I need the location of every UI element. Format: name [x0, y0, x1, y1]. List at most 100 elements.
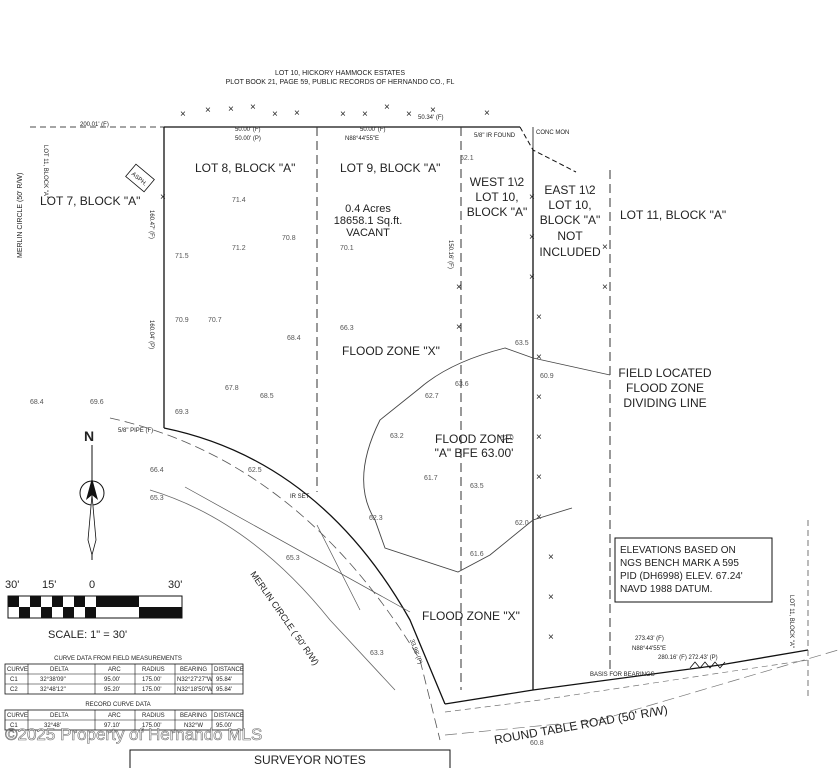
dim-frontage: 33.98' (P) [408, 639, 422, 665]
curve-field-header: BEARING [180, 667, 207, 673]
parcel-status: VACANT [346, 227, 390, 239]
round-table-centerline [444, 649, 838, 736]
elevation-point: 65.3 [286, 555, 300, 562]
lot11-label: LOT 11, BLOCK "A" [620, 208, 726, 222]
lot10-east-label: EAST 1\2 LOT 10, BLOCK "A" NOT INCLUDED [539, 183, 601, 259]
svg-text:×: × [536, 352, 542, 363]
elevation-point: 60.9 [540, 373, 554, 380]
dim-bearing-bottom: N88°44'55"E [632, 646, 666, 652]
svg-text:×: × [529, 192, 535, 203]
svg-text:×: × [340, 109, 346, 120]
flood-zone-a-line1: FLOOD ZONE [435, 432, 513, 446]
curve-record-header: DELTA [50, 713, 68, 719]
parcel-sqft: 18658.1 Sq.ft. [334, 215, 403, 227]
dim-left-vertical-2: 160.04' (P) [148, 320, 154, 349]
curve-record-cell: 97.10' [104, 723, 120, 729]
elevation-point: 70.7 [208, 317, 222, 324]
svg-text:×: × [602, 242, 608, 253]
lot10-west-line2: LOT 10, [475, 190, 518, 204]
elevation-note-line1: ELEVATIONS BASED ON [620, 545, 736, 556]
dim-top-lot10: 50.34' (F) [418, 115, 444, 121]
elevation-point: 71.4 [232, 197, 246, 204]
curve-field-cell: 32°48'12" [40, 687, 66, 693]
dim-bottom-right-p: 280.16' (F) 272.43' (P) [658, 655, 718, 661]
elevation-point: 71.5 [175, 253, 189, 260]
svg-text:×: × [205, 105, 211, 116]
curve-field-cell: 95.20' [104, 687, 120, 693]
lot10-west-line3: BLOCK "A" [467, 205, 528, 219]
elevation-point: 70.8 [282, 235, 296, 242]
lot10-west-label: WEST 1\2 LOT 10, BLOCK "A" [467, 175, 528, 219]
dim-rebar-found: 5/8" IR FOUND [474, 133, 516, 139]
header-line2: PLOT BOOK 21, PAGE 59, PUBLIC RECORDS OF… [226, 79, 455, 86]
elevation-point: 69.6 [90, 399, 104, 406]
elevation-point: 65.3 [150, 495, 164, 502]
curve-record-cell: 95.00' [216, 723, 232, 729]
curve-record-header: DISTANCE [214, 713, 244, 719]
parcel-info: 0.4 Acres 18658.1 Sq.ft. VACANT [334, 203, 403, 239]
lot7-label: LOT 7, BLOCK "A" [40, 194, 140, 208]
svg-text:×: × [536, 392, 542, 403]
lot10-east-line1: EAST 1\2 [544, 183, 595, 197]
svg-text:×: × [536, 512, 542, 523]
elevation-point: 63.3 [370, 650, 384, 657]
lot10-east-line5: INCLUDED [539, 245, 601, 259]
dim-top-left: 200.01' (F) [80, 122, 109, 128]
svg-text:×: × [272, 109, 278, 120]
curve-field-cell: N32°18'50"W [177, 687, 213, 693]
svg-text:×: × [548, 632, 554, 643]
curve-field-header: ARC [108, 667, 121, 673]
curve-record-cell: 32°48' [44, 723, 61, 729]
curve-field-cell: N32°27'27"W [177, 677, 213, 683]
dim-ir-set: IR SET [290, 494, 310, 500]
lot10-east-line2: LOT 10, [548, 198, 591, 212]
flood-note-line3: DIVIDING LINE [623, 396, 706, 410]
curve-field-cell: 175.00' [142, 677, 162, 683]
asphalt-box: ASPH. [125, 163, 155, 193]
lot9-label: LOT 9, BLOCK "A" [340, 161, 440, 175]
elevation-point: 63.6 [455, 381, 469, 388]
curve-record-header: BEARING [180, 713, 207, 719]
curve-field-cell: 95.84' [216, 677, 232, 683]
merlin-arc [163, 427, 446, 705]
parcel-acres: 0.4 Acres [345, 203, 391, 215]
svg-text:×: × [406, 109, 412, 120]
curve-field-title: CURVE DATA FROM FIELD MEASUREMENTS [54, 656, 182, 662]
curve-field-cell: 95.84' [216, 687, 232, 693]
north-arrow: N [79, 428, 105, 560]
curve-record-header: RADIUS [142, 713, 165, 719]
merlin-centerline [109, 417, 441, 741]
svg-text:×: × [536, 312, 542, 323]
elevation-point: 66.4 [150, 467, 164, 474]
scale-tick-15: 15' [42, 579, 56, 591]
dim-west-vertical: 150.16' (F) [447, 240, 453, 269]
elevation-point: 70.9 [175, 317, 189, 324]
svg-text:×: × [456, 282, 462, 293]
elevation-note-line3: PID (DH6998) ELEV. 67.24' [620, 571, 743, 582]
curve-field-cell: 32°38'09" [40, 677, 66, 683]
flood-zone-a-label: FLOOD ZONE "A" BFE 63.00' [435, 432, 514, 460]
fence-wiggle [689, 661, 726, 669]
svg-text:×: × [602, 282, 608, 293]
round-table-edge [444, 659, 809, 713]
svg-text:×: × [362, 109, 368, 120]
curve-field-header: DELTA [50, 667, 68, 673]
flood-zone-boundary [363, 347, 573, 573]
lot10-east-line3: BLOCK "A" [540, 213, 601, 227]
svg-text:×: × [529, 232, 535, 243]
flood-note-line2: FLOOD ZONE [626, 381, 704, 395]
lot10-west-line1: WEST 1\2 [470, 175, 525, 189]
curve-field-cell: C2 [10, 687, 18, 693]
elevation-point: 62.3 [369, 515, 383, 522]
elevation-note-line4: NAVD 1988 DATUM. [620, 584, 712, 595]
elevation-point: 70.1 [340, 245, 354, 252]
dim-left-vertical-1: 160.47' (F) [148, 210, 154, 239]
flood-zone-x-north: FLOOD ZONE "X" [342, 344, 440, 358]
mls-watermark: ©2025 Property of Hernando MLS [5, 725, 262, 744]
curve-field-header: RADIUS [142, 667, 165, 673]
svg-text:×: × [548, 592, 554, 603]
svg-text:×: × [536, 472, 542, 483]
elevation-point: 61.6 [470, 551, 484, 558]
elevation-point: 63.5 [515, 340, 529, 347]
